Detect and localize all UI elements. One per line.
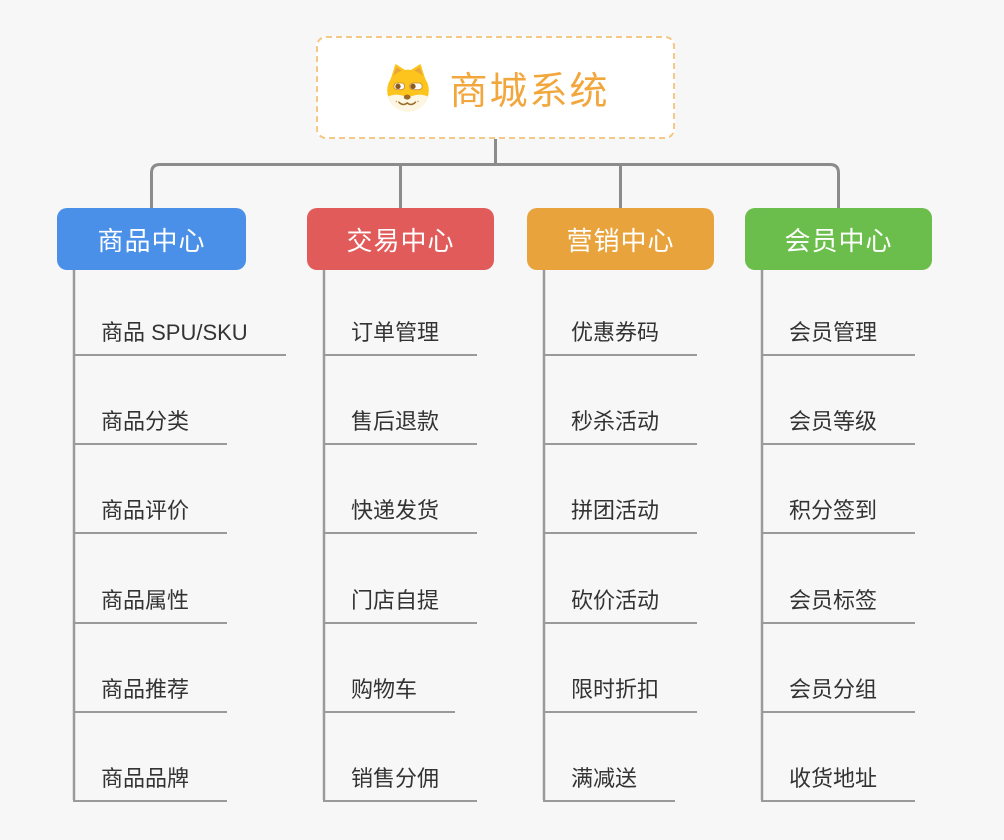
branch-label: 会员中心 — [784, 225, 893, 256]
mindmap-item[interactable]: 会员标签 — [761, 586, 916, 624]
mindmap-item[interactable]: 商品 SPU/SKU — [73, 318, 286, 356]
mindmap-item[interactable]: 门店自提 — [323, 586, 478, 624]
branch-node-member-center[interactable]: 会员中心 — [745, 208, 932, 270]
mindmap-item[interactable]: 收货地址 — [761, 764, 916, 802]
branch-label: 商品中心 — [97, 225, 206, 256]
mindmap-item[interactable]: 会员分组 — [761, 675, 916, 713]
mindmap-item[interactable]: 商品推荐 — [73, 675, 228, 713]
mindmap-item[interactable]: 商品评价 — [73, 496, 228, 534]
mindmap-item[interactable]: 购物车 — [323, 675, 456, 713]
branch-label: 营销中心 — [566, 225, 675, 256]
mindmap-item[interactable]: 会员等级 — [761, 407, 916, 445]
mindmap-item[interactable]: 订单管理 — [323, 318, 478, 356]
mindmap-item[interactable]: 限时折扣 — [543, 675, 698, 713]
mindmap-item[interactable]: 满减送 — [543, 764, 676, 802]
mindmap-item[interactable]: 销售分佣 — [323, 764, 478, 802]
branch-node-product-center[interactable]: 商品中心 — [57, 208, 246, 270]
root-node[interactable]: 商城系统 — [316, 36, 675, 139]
mindmap-item[interactable]: 秒杀活动 — [543, 407, 698, 445]
mindmap-item[interactable]: 快递发货 — [323, 496, 478, 534]
mindmap-item[interactable]: 积分签到 — [761, 496, 916, 534]
mindmap-item[interactable]: 砍价活动 — [543, 586, 698, 624]
mindmap-item[interactable]: 会员管理 — [761, 318, 916, 356]
mindmap-item[interactable]: 优惠券码 — [543, 318, 698, 356]
mindmap-item[interactable]: 商品属性 — [73, 586, 228, 624]
branch-node-trade-center[interactable]: 交易中心 — [307, 208, 494, 270]
branch-label: 交易中心 — [346, 225, 455, 256]
mindmap-item[interactable]: 商品分类 — [73, 407, 228, 445]
mindmap-item[interactable]: 拼团活动 — [543, 496, 698, 534]
mindmap-item[interactable]: 售后退款 — [323, 407, 478, 445]
shiba-dog-icon — [381, 63, 435, 113]
branch-node-marketing-center[interactable]: 营销中心 — [527, 208, 714, 270]
root-title: 商城系统 — [449, 71, 610, 113]
mindmap-item[interactable]: 商品品牌 — [73, 764, 228, 802]
